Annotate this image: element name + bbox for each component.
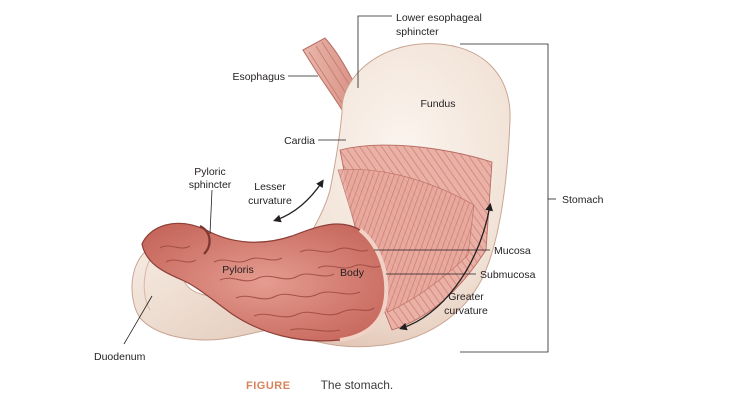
label-lesser-curvature-2: curvature [248, 195, 292, 207]
label-fundus: Fundus [420, 98, 455, 110]
label-duodenum: Duodenum [94, 351, 146, 363]
label-mucosa: Mucosa [494, 245, 531, 257]
label-submucosa: Submucosa [480, 269, 536, 281]
label-greater-curvature-1: Greater [448, 291, 484, 303]
label-cardia: Cardia [284, 135, 315, 147]
label-lower-esophageal-sphincter-2: sphincter [396, 26, 439, 38]
label-pyloris: Pyloris [222, 264, 254, 276]
label-esophagus: Esophagus [232, 71, 285, 83]
figure-label: FIGURE [246, 380, 291, 392]
label-pyloric-sphincter-2: sphincter [189, 179, 232, 191]
mucosa-interior [141, 222, 389, 342]
label-lesser-curvature-1: Lesser [254, 181, 286, 193]
label-lower-esophageal-sphincter-1: Lower esophageal [396, 12, 482, 24]
greater-curvature-arrow [399, 202, 493, 331]
figure-caption: FIGURE The stomach. [246, 376, 393, 394]
figure-caption-text: The stomach. [320, 378, 394, 392]
lesser-curvature-arrow [273, 179, 324, 223]
label-greater-curvature-2: curvature [444, 305, 488, 317]
label-stomach: Stomach [562, 194, 604, 206]
label-body: Body [340, 267, 365, 279]
label-pyloric-sphincter-1: Pyloric [194, 166, 226, 178]
